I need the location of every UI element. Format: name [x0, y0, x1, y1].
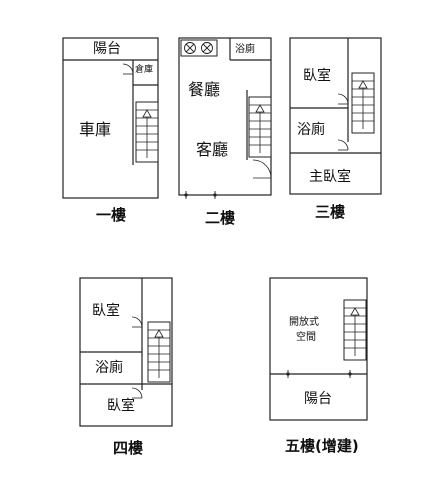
window-mark: [184, 191, 217, 199]
floor-1-plan: [62, 37, 159, 199]
room-label-garage: 車庫: [79, 120, 112, 139]
floor-4-plan: [79, 277, 173, 427]
floor-3-plan: [289, 37, 382, 195]
floor-label-2: 二樓: [205, 209, 236, 227]
room-label-bathroom: 浴廁: [235, 44, 255, 55]
room-label-living: 客廳: [196, 140, 229, 159]
window-mark: [286, 370, 352, 378]
room-label-bedroom: 臥室: [303, 68, 331, 84]
floor-label-3: 三樓: [315, 203, 346, 221]
room-label-bedroom: 臥室: [107, 398, 135, 414]
room-label-balcony: 陽台: [304, 391, 332, 407]
floor-2-plan: [178, 37, 272, 199]
floor-label-1: 一樓: [96, 206, 127, 224]
room-label-bathroom: 浴廁: [297, 122, 325, 138]
floor-label-5: 五樓(增建): [285, 437, 359, 455]
room-label-open-space-line2: 空間: [296, 332, 316, 343]
room-label-dining: 餐廳: [188, 80, 221, 99]
floor-5-plan: [269, 277, 368, 421]
stove-burner-icon: [184, 42, 213, 54]
room-label-storage: 倉庫: [135, 65, 154, 75]
room-label-bedroom: 臥室: [92, 303, 120, 319]
room-label-balcony: 陽台: [93, 41, 121, 57]
room-label-open-space-line1: 開放式: [289, 317, 319, 328]
floor-label-4: 四樓: [113, 439, 144, 457]
room-label-master-bedroom: 主臥室: [309, 169, 351, 185]
room-label-bathroom: 浴廁: [95, 360, 123, 376]
